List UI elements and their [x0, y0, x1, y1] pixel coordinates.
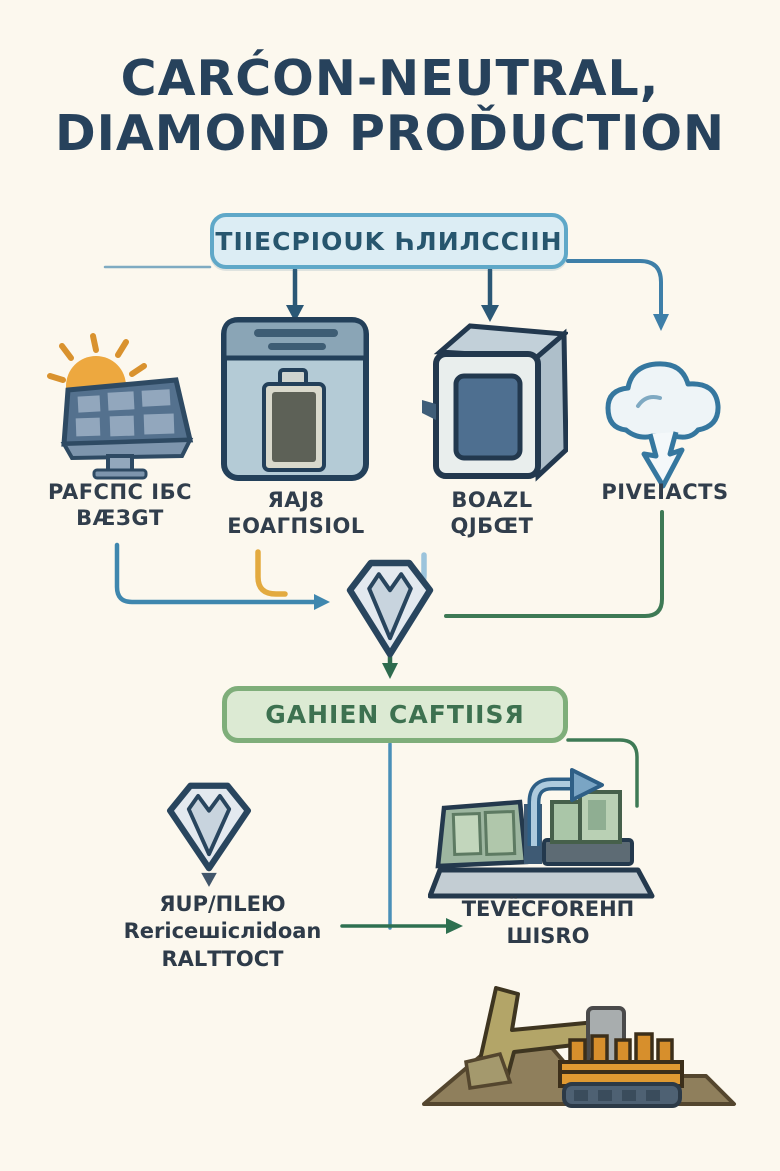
- excavator-icon: [422, 986, 736, 1108]
- bottom-right-label: ТЕVЁСFОRЕНП ШІЅRО: [461, 897, 635, 949]
- diamond-icon: [167, 782, 252, 887]
- diamond-icon: [346, 559, 434, 658]
- carbon-capture-box-label: GАНІЕN CAFTІІSЯ: [265, 700, 525, 729]
- solar-panel-sun-icon: [47, 333, 194, 480]
- carbon-capture-box: GАНІЕN CAFTІІSЯ: [222, 686, 568, 743]
- title-line-1: CARĆON-NEUTRAL,: [120, 50, 660, 107]
- node-label-press: ЯАЈ8 EOAГПSIOL: [227, 488, 365, 539]
- bottom-left-label: ЯUР/ПLЕЮ Rericeшicлidоan RALТТОСТ: [123, 892, 322, 971]
- conveyor-machine-icon: [428, 768, 655, 899]
- node-label-cloud: PIVEIACTS: [601, 480, 729, 504]
- top-process-box-label: TIIECPIOUK ҺЛИЛCCIIН: [215, 226, 563, 256]
- node-label-solar: PAFCПC IБC ВÆЗGТ: [47, 480, 192, 531]
- cloud-capture-icon: [605, 361, 721, 489]
- press-machine-icon: [221, 317, 369, 481]
- reactor-box-icon: [422, 323, 568, 482]
- title-line-2: DIAMOND PROĎUCTION: [54, 104, 726, 162]
- top-process-box: TIIECPIOUK ҺЛИЛCCIIН: [210, 213, 568, 269]
- page-title: CARĆON-NEUTRAL, DIAMOND PROĎUCTION: [0, 50, 780, 162]
- node-label-reactor: ВОАZL QЈБŒТ: [450, 488, 534, 539]
